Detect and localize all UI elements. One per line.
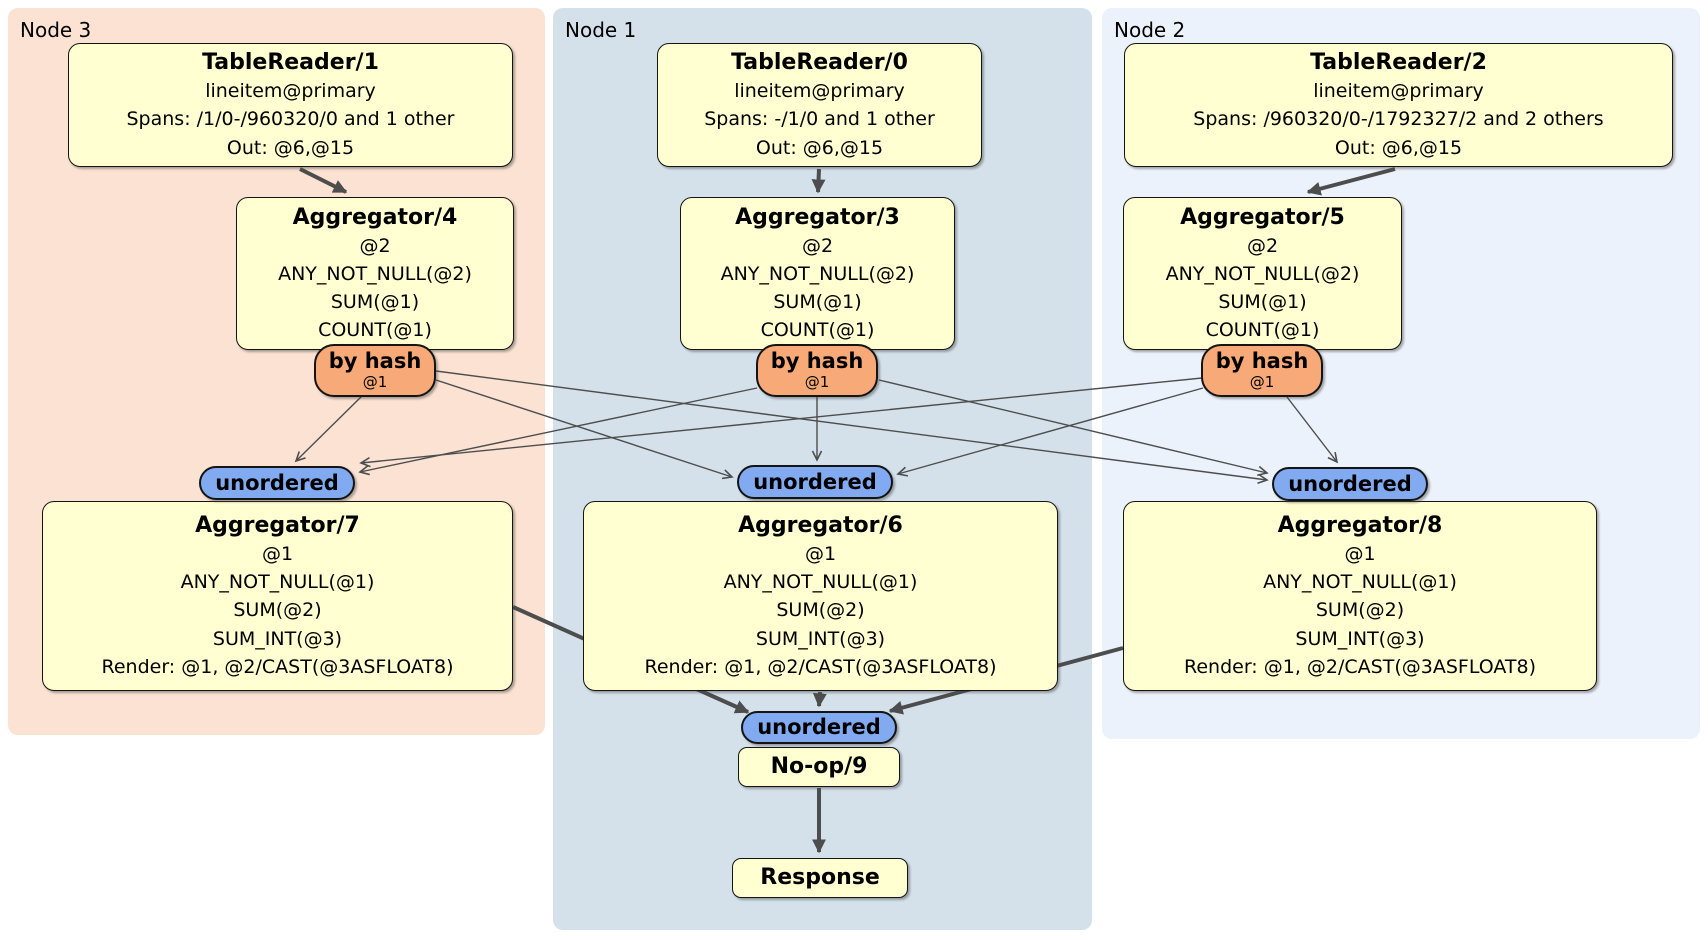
edge-r3-s7: [358, 387, 758, 476]
processor-line: SUM(@2): [1315, 599, 1405, 622]
processor-line: SUM(@1): [773, 291, 862, 314]
sync-label: unordered: [215, 470, 339, 495]
processor-response: Response: [732, 858, 908, 898]
edge-r3-s8: [878, 379, 1269, 477]
processor-line: COUNT(@1): [1205, 319, 1320, 342]
processor-title: Aggregator/4: [292, 204, 458, 230]
processor-line: lineitem@primary: [205, 80, 376, 103]
processor-title: Aggregator/7: [195, 513, 360, 539]
processor-line: lineitem@primary: [734, 80, 905, 103]
sync-unordered-9: unordered: [741, 711, 897, 744]
processor-tablereader-2: TableReader/2 lineitem@primary Spans: /9…: [1124, 43, 1673, 167]
edge-r5-s7: [359, 377, 1203, 468]
processor-line: SUM_INT(@3): [212, 627, 343, 650]
processor-tablereader-1: TableReader/1 lineitem@primary Spans: /1…: [68, 43, 513, 167]
processor-line: SUM(@2): [233, 599, 322, 622]
processor-line: ANY_NOT_NULL(@1): [1263, 571, 1457, 594]
processor-line: Spans: /1/0-/960320/0 and 1 other: [126, 108, 455, 131]
processor-tablereader-0: TableReader/0 lineitem@primary Spans: -/…: [657, 43, 982, 167]
processor-line: @2: [1246, 234, 1279, 257]
processor-title: Aggregator/5: [1180, 204, 1345, 230]
router-label: by hash: [770, 348, 864, 373]
processor-noop-9: No-op/9: [738, 747, 900, 787]
processor-line: ANY_NOT_NULL(@2): [720, 262, 915, 285]
processor-line: SUM_INT(@3): [755, 627, 886, 650]
processor-line: @1: [804, 543, 837, 566]
edge-r4-s6: [435, 379, 734, 480]
processor-line: COUNT(@1): [760, 319, 875, 342]
processor-title: TableReader/0: [731, 50, 908, 76]
processor-title: Aggregator/6: [738, 513, 903, 539]
router-detail: @1: [804, 373, 830, 392]
processor-line: SUM(@2): [776, 599, 865, 622]
edge-r4-s8: [435, 370, 1269, 485]
edge-tr0-agg3: [811, 168, 826, 194]
processor-aggregator-5: Aggregator/5 @2 ANY_NOT_NULL(@2) SUM(@1)…: [1123, 197, 1402, 350]
processor-line: Out: @6,@15: [226, 136, 355, 159]
processor-line: ANY_NOT_NULL(@1): [180, 571, 375, 594]
processor-line: Render: @1, @2/CAST(@3ASFLOAT8): [644, 655, 997, 678]
processor-line: COUNT(@1): [318, 319, 432, 342]
processor-line: lineitem@primary: [1313, 80, 1484, 103]
processor-line: Render: @1, @2/CAST(@3ASFLOAT8): [1184, 655, 1536, 678]
processor-line: SUM_INT(@3): [1295, 627, 1425, 650]
processor-line: @1: [1344, 543, 1376, 566]
processor-aggregator-6: Aggregator/6 @1 ANY_NOT_NULL(@1) SUM(@2)…: [583, 501, 1058, 691]
processor-aggregator-7: Aggregator/7 @1 ANY_NOT_NULL(@1) SUM(@2)…: [42, 501, 513, 691]
processor-aggregator-8: Aggregator/8 @1 ANY_NOT_NULL(@1) SUM(@2)…: [1123, 501, 1597, 691]
edge-r5-s6: [896, 387, 1204, 477]
sync-label: unordered: [1288, 471, 1412, 496]
router-label: by hash: [1215, 348, 1309, 373]
processor-aggregator-3: Aggregator/3 @2 ANY_NOT_NULL(@2) SUM(@1)…: [680, 197, 955, 350]
region-node-3-label: Node 3: [20, 18, 92, 42]
processor-line: Spans: /960320/0-/1792327/2 and 2 others: [1193, 108, 1604, 131]
processor-title: Aggregator/3: [735, 204, 900, 230]
processor-line: SUM(@1): [1218, 291, 1307, 314]
edge-tr1-agg4: [299, 167, 348, 194]
processor-title: No-op/9: [770, 754, 868, 780]
processor-title: Response: [760, 865, 880, 891]
edge-r4-s7: [294, 395, 363, 463]
router-by-hash-3: by hash @1: [756, 344, 878, 397]
processor-line: ANY_NOT_NULL(@2): [278, 262, 472, 285]
router-detail: @1: [362, 373, 388, 392]
sync-label: unordered: [753, 469, 877, 494]
processor-line: Render: @1, @2/CAST(@3ASFLOAT8): [101, 655, 454, 678]
sync-unordered-6: unordered: [737, 465, 893, 499]
processor-title: TableReader/1: [202, 50, 379, 76]
router-label: by hash: [328, 348, 422, 373]
region-node-2-label: Node 2: [1114, 18, 1186, 42]
region-node-1-label: Node 1: [565, 18, 637, 42]
processor-title: TableReader/2: [1310, 50, 1487, 76]
processor-line: ANY_NOT_NULL(@2): [1165, 262, 1360, 285]
processor-title: Aggregator/8: [1277, 513, 1443, 539]
processor-line: @2: [359, 234, 391, 257]
edge-r5-s8: [1286, 396, 1339, 464]
router-by-hash-4: by hash @1: [314, 344, 436, 397]
router-by-hash-5: by hash @1: [1201, 344, 1323, 397]
sync-unordered-7: unordered: [199, 466, 355, 500]
processor-line: Out: @6,@15: [1334, 136, 1463, 159]
processor-line: SUM(@1): [330, 291, 420, 314]
sync-unordered-8: unordered: [1272, 467, 1428, 501]
edge-tr2-agg5: [1306, 167, 1396, 196]
sync-label: unordered: [757, 715, 881, 739]
router-sync-edges: [294, 370, 1339, 485]
edge-agg6-sync9: [812, 691, 827, 708]
processor-aggregator-4: Aggregator/4 @2 ANY_NOT_NULL(@2) SUM(@1)…: [236, 197, 514, 350]
router-detail: @1: [1249, 373, 1275, 392]
processor-line: @1: [261, 543, 294, 566]
processor-line: Spans: -/1/0 and 1 other: [704, 108, 935, 131]
processor-line: @2: [801, 234, 834, 257]
processor-line: Out: @6,@15: [755, 136, 884, 159]
processor-line: ANY_NOT_NULL(@1): [723, 571, 918, 594]
